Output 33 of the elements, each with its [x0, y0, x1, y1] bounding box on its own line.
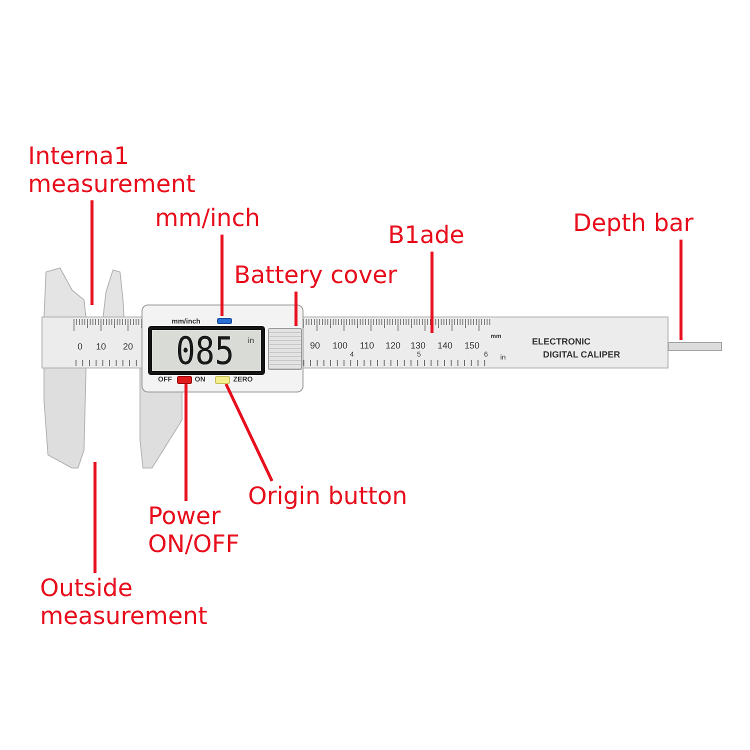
callout-label: B1ade	[388, 222, 488, 250]
leader-line	[184, 384, 188, 501]
callout-label: Battery cover	[234, 262, 454, 290]
scale-number: 130	[410, 342, 426, 350]
scale-number: 100	[332, 342, 348, 350]
leader-line	[224, 383, 274, 482]
callout-label: Interna1 measurement	[28, 143, 243, 198]
scale-number: 0	[78, 342, 82, 352]
callout-label: mm/inch	[155, 205, 295, 233]
leader-line	[430, 252, 434, 333]
scale-number: 90	[310, 342, 320, 350]
callout-label: Outside measurement	[40, 575, 270, 630]
product-text: ELECTRONIC	[532, 338, 590, 346]
power-switch	[177, 376, 192, 384]
product-text: DIGITAL CALIPER	[543, 350, 620, 360]
leader-line	[294, 292, 298, 326]
scale-number: 10	[96, 342, 106, 352]
depth-bar	[668, 342, 722, 351]
mode-button	[217, 318, 232, 324]
zero-button	[215, 376, 230, 384]
callout-label: Depth bar	[573, 210, 738, 238]
scale-number: 120	[385, 342, 401, 350]
scale-number: 110	[360, 342, 374, 350]
battery-cover	[268, 328, 302, 370]
leader-line	[94, 462, 96, 573]
scale-number: 20	[123, 342, 133, 352]
leader-line	[90, 200, 94, 305]
scale-number: 140	[437, 342, 453, 350]
scale-number: 150	[464, 342, 480, 350]
unit-label: in	[248, 337, 254, 345]
leader-line	[680, 240, 682, 340]
leader-line	[220, 234, 224, 316]
lcd-reading: 085	[176, 332, 234, 370]
